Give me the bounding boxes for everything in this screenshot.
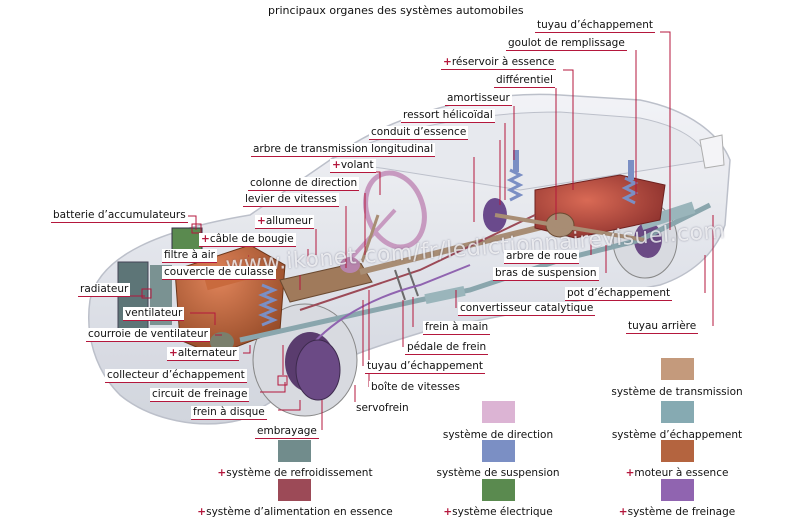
label-tuyau-arriere: tuyau arrière xyxy=(626,320,699,334)
plus-icon: + xyxy=(443,56,452,68)
legend-swatch-electrique xyxy=(482,479,515,501)
label-differentiel: différentiel xyxy=(494,74,555,88)
legend-label-suspension: système de suspension xyxy=(436,467,560,479)
label-embrayage: embrayage xyxy=(255,425,319,439)
legend-label-freinage: +système de freinage xyxy=(618,506,736,518)
legend-label-electrique: +système électrique xyxy=(443,506,553,518)
legend-label-transmission: système de transmission xyxy=(611,386,743,398)
label-bras: bras de suspension xyxy=(493,267,599,281)
label-convertisseur: convertisseur catalytique xyxy=(458,302,596,316)
legend-swatch-moteur xyxy=(661,440,694,462)
label-couvercle: couvercle de culasse xyxy=(162,266,276,280)
label-arbre-transmission: arbre de transmission longitudinal xyxy=(251,143,436,157)
label-tuyau-echappement-top: tuyau d’échappement xyxy=(535,19,655,33)
label-pedale: pédale de frein xyxy=(405,341,489,355)
label-filtre: filtre à air xyxy=(162,249,217,263)
legend-swatch-suspension xyxy=(482,440,515,462)
label-levier: levier de vitesses xyxy=(243,193,339,207)
legend-swatch-freinage xyxy=(661,479,694,501)
diagram-title: principaux organes des systèmes automobi… xyxy=(268,4,524,17)
label-ventilateur: ventilateur xyxy=(123,307,185,321)
label-alternateur: +alternateur xyxy=(167,347,239,361)
label-tuyau-echappement-mid: tuyau d’échappement xyxy=(365,360,485,374)
label-colonne: colonne de direction xyxy=(248,177,360,191)
legend-swatch-transmission xyxy=(661,358,694,380)
label-volant: +volant xyxy=(330,159,376,173)
label-boite: boîte de vitesses xyxy=(369,381,462,394)
label-reservoir: +réservoir à essence xyxy=(441,56,557,70)
legend-swatch-direction xyxy=(482,401,515,423)
legend-label-alimentation: +système d’alimentation en essence xyxy=(197,506,393,518)
label-pot: pot d’échappement xyxy=(565,287,673,301)
label-collecteur: collecteur d’échappement xyxy=(105,369,247,383)
label-ressort: ressort hélicoïdal xyxy=(401,109,495,123)
label-circuit-freinage: circuit de freinage xyxy=(150,388,250,402)
label-servofrein: servofrein xyxy=(354,402,411,415)
label-frein-main: frein à main xyxy=(423,321,491,335)
label-arbre-roue: arbre de roue xyxy=(504,250,580,264)
legend-label-direction: système de direction xyxy=(442,429,554,441)
label-radiateur: radiateur xyxy=(78,283,131,297)
label-courroie: courroie de ventilateur xyxy=(86,328,210,342)
legend-label-echappement: système d’échappement xyxy=(611,429,743,441)
label-frein-disque: frein à disque xyxy=(191,406,267,420)
legend-swatch-refroidissement xyxy=(278,440,311,462)
leader-lines xyxy=(117,31,714,430)
legend-label-moteur: +moteur à essence xyxy=(625,467,729,479)
label-goulot: goulot de remplissage xyxy=(506,37,627,51)
label-amortisseur: amortisseur xyxy=(445,92,512,106)
label-allumeur: +allumeur xyxy=(255,215,315,229)
legend-swatch-echappement xyxy=(661,401,694,423)
label-cable-bougie: +câble de bougie xyxy=(199,233,296,247)
legend-swatch-alimentation xyxy=(278,479,311,501)
legend-label-refroidissement: +système de refroidissement xyxy=(217,467,373,479)
label-batterie: batterie d’accumulateurs xyxy=(51,209,188,223)
label-conduit: conduit d’essence xyxy=(369,126,469,140)
